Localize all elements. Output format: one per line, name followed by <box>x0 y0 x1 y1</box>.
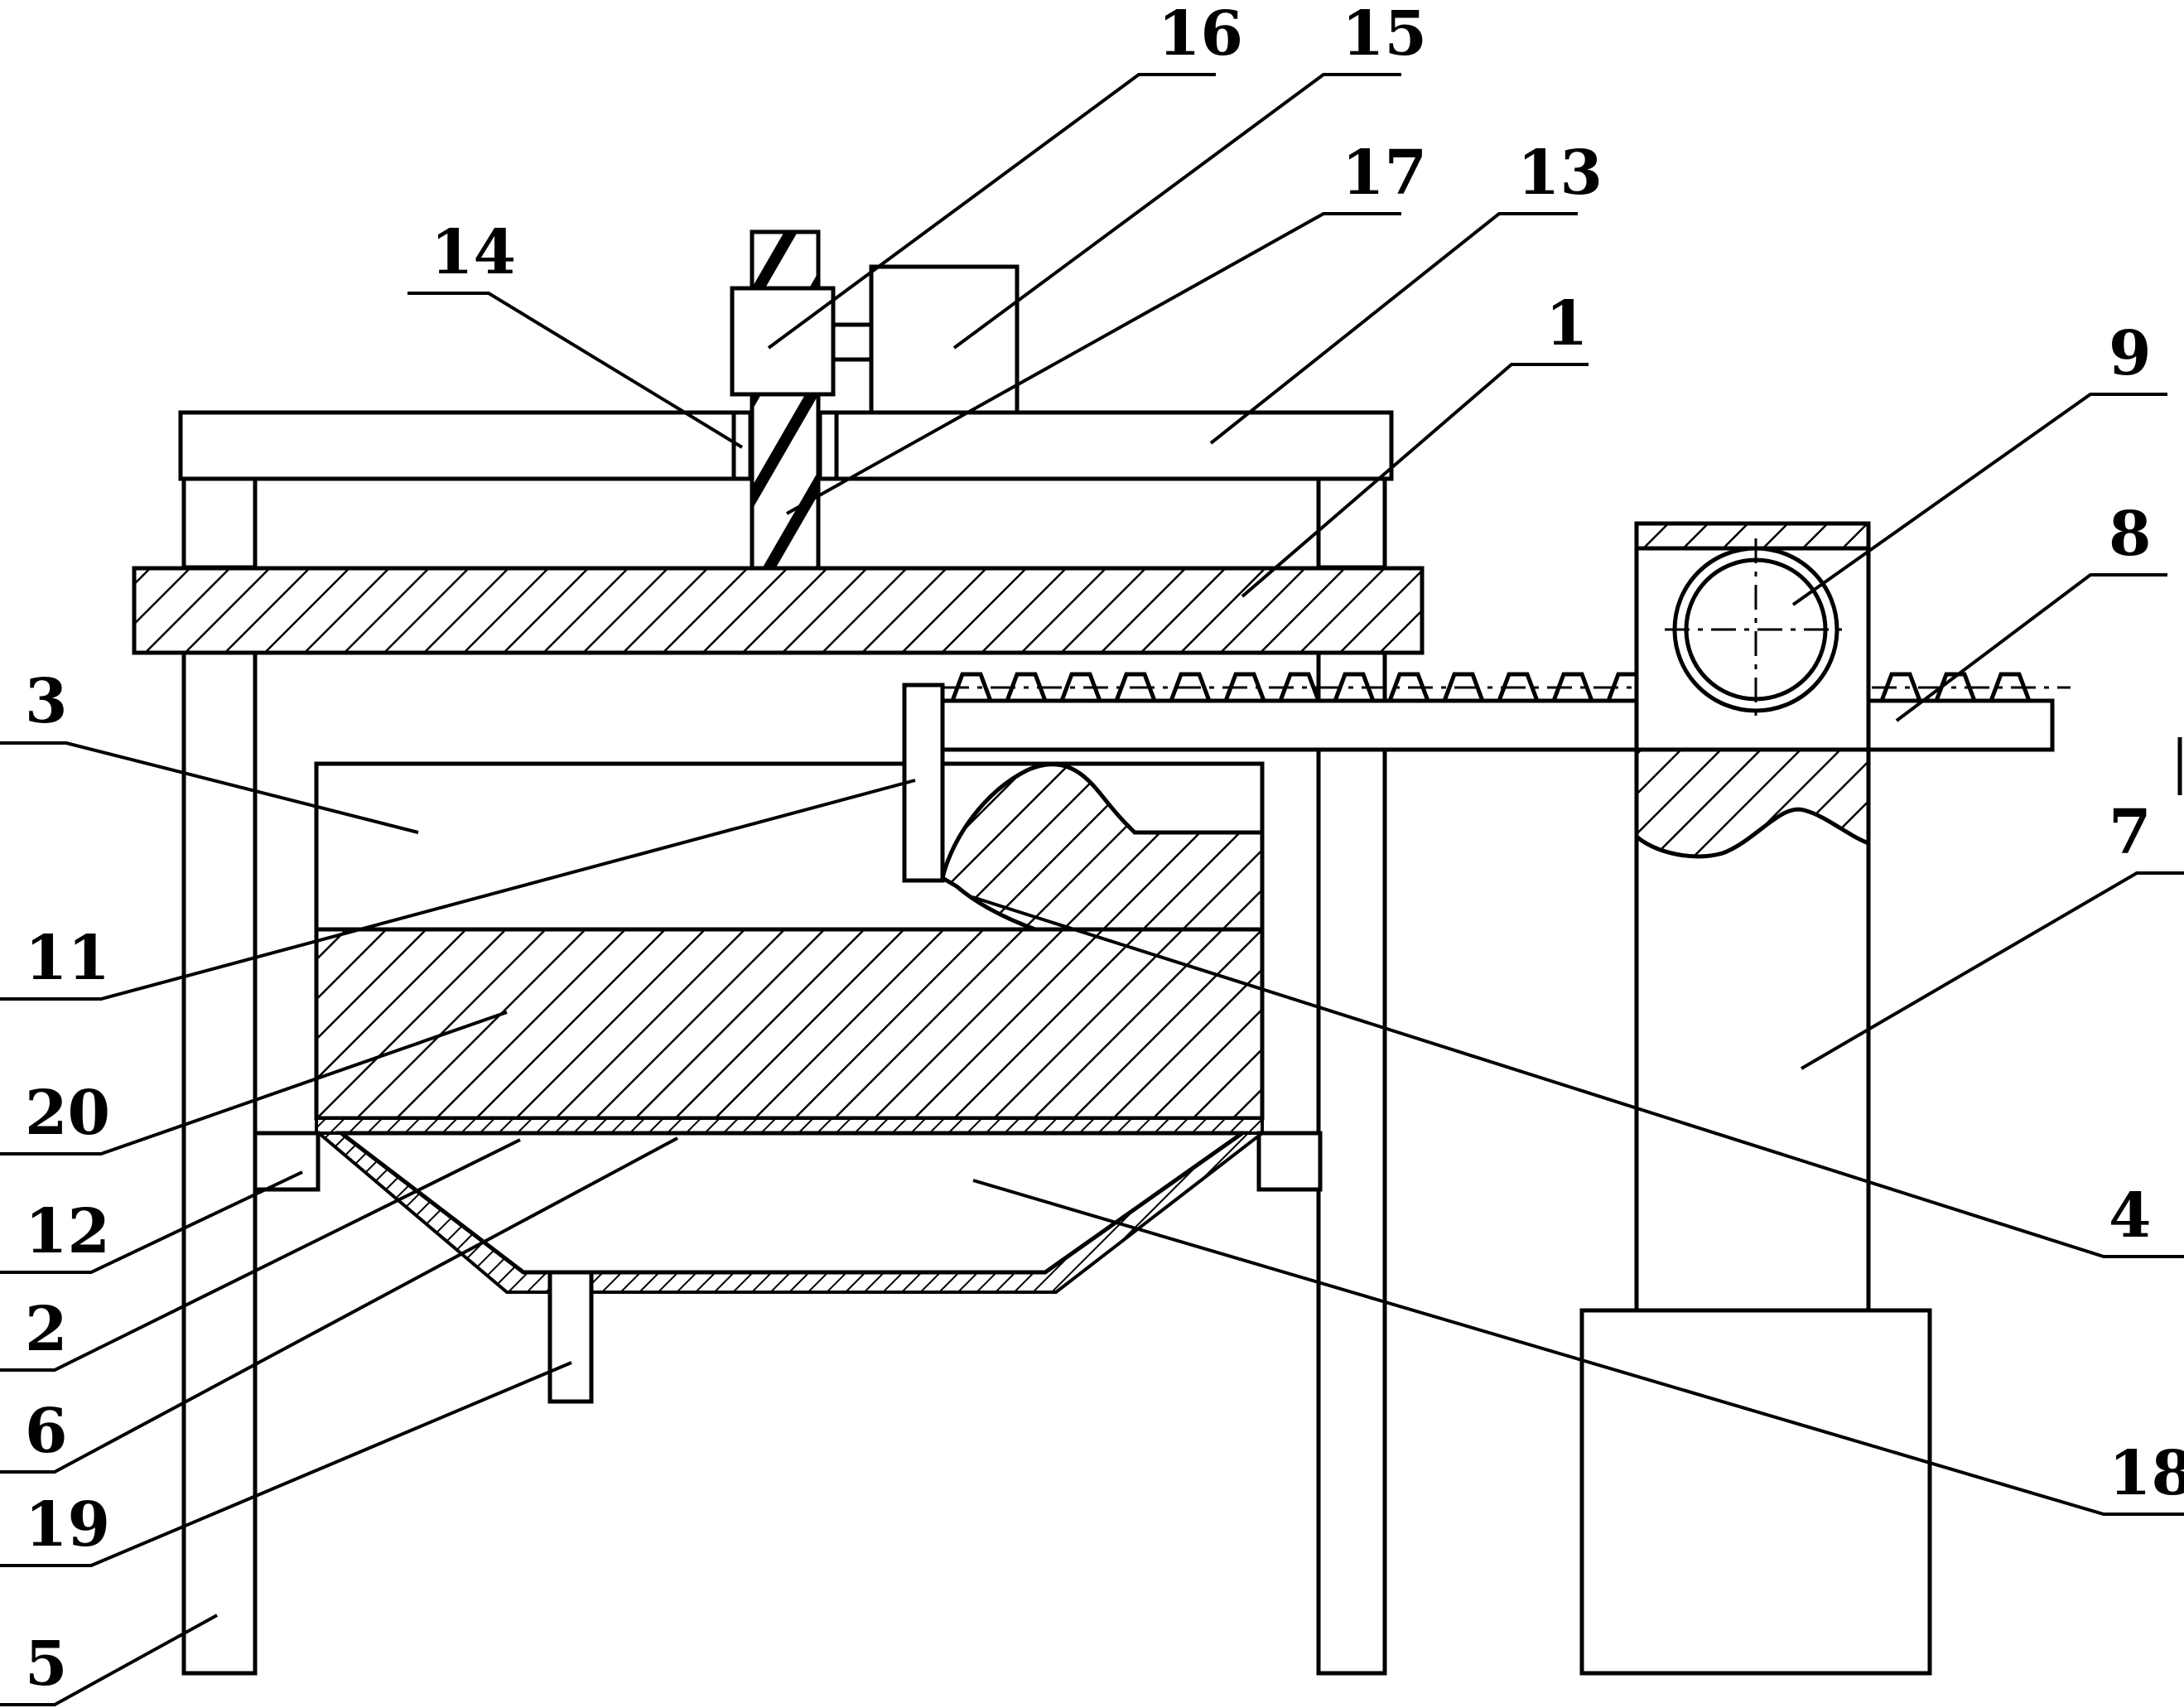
label-9: 9 <box>2109 318 2152 389</box>
pusher-plate <box>902 683 945 883</box>
hopper <box>314 1131 1267 1404</box>
rack-body <box>940 698 2055 752</box>
label-3: 3 <box>25 666 68 737</box>
label-18: 18 <box>2109 1438 2184 1509</box>
label-1: 1 <box>1545 288 1589 359</box>
screen-mesh <box>315 1117 1264 1135</box>
main-beam <box>132 566 1425 655</box>
label-4: 4 <box>2109 1180 2152 1252</box>
label-2: 2 <box>25 1294 68 1365</box>
label-16: 16 <box>1158 0 1243 70</box>
broken-section <box>940 762 1265 932</box>
motor-block <box>869 264 1020 415</box>
label-12: 12 <box>25 1196 110 1267</box>
housing-broken-section <box>1634 747 1871 859</box>
label-7: 7 <box>2109 797 2152 868</box>
label-15: 15 <box>1342 0 1427 70</box>
outlet-pipe <box>547 1270 594 1404</box>
coupling-shaft <box>831 322 874 362</box>
coupling-block <box>730 286 836 397</box>
label-6: 6 <box>25 1396 68 1467</box>
left-leg-upper <box>181 474 258 570</box>
motor-base <box>1579 1308 1932 1676</box>
label-5: 5 <box>25 1628 68 1700</box>
label-13: 13 <box>1517 138 1603 209</box>
label-11: 11 <box>25 923 110 994</box>
lead-screw <box>750 229 821 571</box>
part-labels: 16 15 17 13 14 1 9 8 3 7 11 20 4 12 2 6 … <box>25 0 2184 1700</box>
label-17: 17 <box>1342 138 1427 209</box>
label-19: 19 <box>25 1489 110 1561</box>
label-8: 8 <box>2109 499 2152 570</box>
material-layer <box>314 927 1265 1121</box>
housing-cap <box>1634 521 1871 551</box>
right-leg <box>1316 478 1387 1676</box>
label-20: 20 <box>25 1078 110 1149</box>
label-14: 14 <box>431 217 516 288</box>
screw-guide-right <box>817 410 839 481</box>
right-support-bracket <box>1256 1131 1323 1192</box>
rack <box>940 672 2071 752</box>
gear <box>1665 538 1847 721</box>
leader-lines <box>0 73 2184 1706</box>
left-leg <box>181 478 258 1676</box>
hopper-interior <box>335 1131 1249 1275</box>
